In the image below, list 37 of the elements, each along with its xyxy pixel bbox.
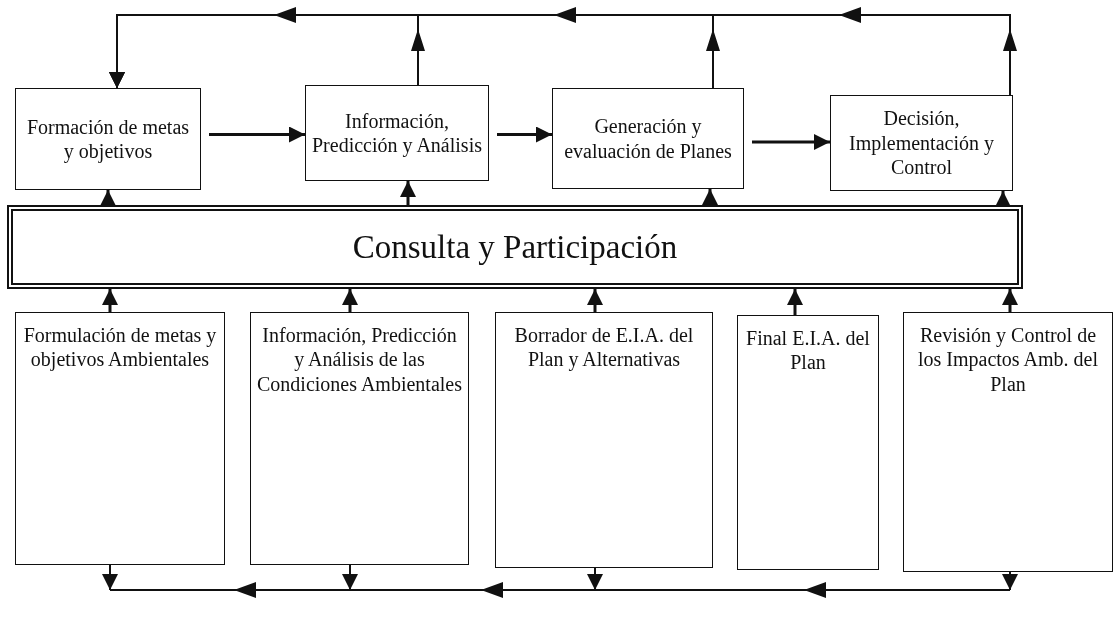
process-box: [737, 315, 879, 570]
box-label: Información, Predicción y Análisis de las Condiciones Ambientales: [256, 323, 463, 397]
arrow: [1002, 289, 1018, 312]
process-box: [250, 312, 469, 565]
arrow: [342, 564, 358, 591]
arrow: [587, 567, 603, 591]
box-label: Consulta y Participación: [352, 227, 678, 267]
arrow: [102, 289, 118, 312]
box-label: Borrador de E.I.A. del Plan y Alternativas: [513, 323, 695, 372]
process-box: [495, 312, 713, 568]
arrow: [587, 289, 603, 312]
arrow: [109, 14, 1011, 96]
box-label: Generación y evaluación de Planes: [563, 114, 733, 163]
process-box: [15, 312, 225, 565]
process-box: [830, 95, 1013, 191]
arrow: [752, 134, 830, 150]
box-label: Final E.I.A. del Plan: [745, 326, 871, 375]
arrow: [995, 191, 1011, 207]
process-box: [7, 205, 1023, 289]
arrow: [400, 181, 416, 205]
arrow: [100, 190, 116, 206]
arrow: [702, 189, 718, 205]
box-label: Decisión, Implementación y Control: [848, 106, 995, 180]
arrow: [1002, 571, 1018, 591]
arrow: [497, 126, 552, 143]
arrow: [102, 564, 118, 591]
box-label: Información, Predicción y Análisis: [311, 108, 483, 158]
box-label: Revisión y Control de los Impactos Amb. del Plan: [917, 323, 1099, 397]
process-box: [903, 312, 1113, 572]
process-box: [15, 88, 201, 190]
arrow: [787, 289, 803, 315]
box-label: Formación de metas y objetivos: [25, 114, 191, 164]
arrow: [342, 289, 358, 312]
arrow: [209, 126, 305, 143]
process-box: [552, 88, 744, 189]
process-box: [305, 85, 489, 181]
box-label: Formulación de metas y objetivos Ambientales: [22, 323, 218, 372]
